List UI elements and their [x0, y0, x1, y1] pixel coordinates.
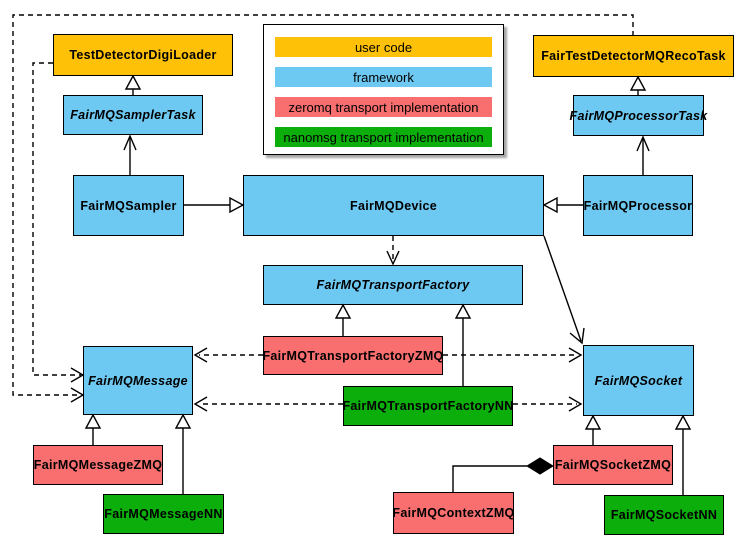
- edge-sampler-samplertask-assoc: [123, 134, 137, 175]
- edge-processor-processortask-assoc: [636, 135, 650, 175]
- node-fairmqcontextzmq: FairMQContextZMQ: [392, 492, 514, 534]
- node-fairmqmessagezmq: FairMQMessageZMQ: [33, 445, 163, 485]
- edge-tfzmq-message-dashed: [193, 347, 263, 363]
- edge-socketnn-socket-inherit: [674, 414, 692, 495]
- edge-tfzmq-socket-dashed: [443, 347, 583, 363]
- node-testdetectordigiloader: TestDetectorDigiLoader: [53, 34, 233, 76]
- edge-processortask-recotask-inherit: [629, 75, 647, 95]
- node-fairmqmessagenn: FairMQMessageNN: [103, 494, 224, 534]
- edge-processor-device-inherit: [542, 196, 583, 214]
- node-fairmqprocessortask: FairMQProcessorTask: [570, 95, 707, 136]
- edge-messagenn-message-inherit: [174, 413, 192, 494]
- legend-item-framework: framework: [275, 67, 492, 87]
- edge-messagezmq-message-inherit: [84, 413, 102, 445]
- legend: user code framework zeromq transport imp…: [263, 24, 504, 155]
- legend-item-zeromq: zeromq transport implementation: [275, 97, 492, 117]
- edge-socketzmq-socket-inherit: [584, 414, 602, 445]
- edge-sampler-device-inherit: [184, 196, 245, 214]
- legend-item-user-code: user code: [275, 37, 492, 57]
- node-fairmqdevice: FairMQDevice: [243, 175, 544, 236]
- edge-tfzmq-transportfactory-inherit: [334, 303, 352, 336]
- node-fairmqsamplertask: FairMQSamplerTask: [63, 95, 203, 135]
- edge-device-transportfactory-dashed: [386, 236, 400, 266]
- edge-tfnn-transportfactory-inherit: [454, 303, 472, 386]
- node-fairmqsocketzmq: FairMQSocketZMQ: [553, 445, 673, 485]
- edge-device-socket-assoc: [543, 235, 585, 345]
- edge-contextzmq-socketzmq-composition: [452, 457, 554, 492]
- node-fairmqsocketnn: FairMQSocketNN: [604, 495, 724, 535]
- edge-tfnn-message-dashed: [193, 396, 343, 412]
- node-fairtestdetectormqrecotask: FairTestDetectorMQRecoTask: [533, 35, 734, 77]
- node-fairmqmessage: FairMQMessage: [83, 346, 193, 415]
- node-fairmqprocessor: FairMQProcessor: [583, 175, 693, 236]
- node-fairmqsampler: FairMQSampler: [73, 175, 184, 236]
- node-fairmqsocket: FairMQSocket: [583, 345, 694, 416]
- edge-samplertask-digiloader-inherit: [124, 74, 142, 95]
- legend-item-nanomsg: nanomsg transport implementation: [275, 127, 492, 147]
- node-fairmqtransportfactorynn: FairMQTransportFactoryNN: [342, 386, 513, 426]
- edge-tfnn-socket-dashed: [513, 396, 583, 412]
- node-fairmqtransportfactoryzmq: FairMQTransportFactoryZMQ: [262, 336, 443, 375]
- node-fairmqtransportfactory: FairMQTransportFactory: [263, 265, 523, 305]
